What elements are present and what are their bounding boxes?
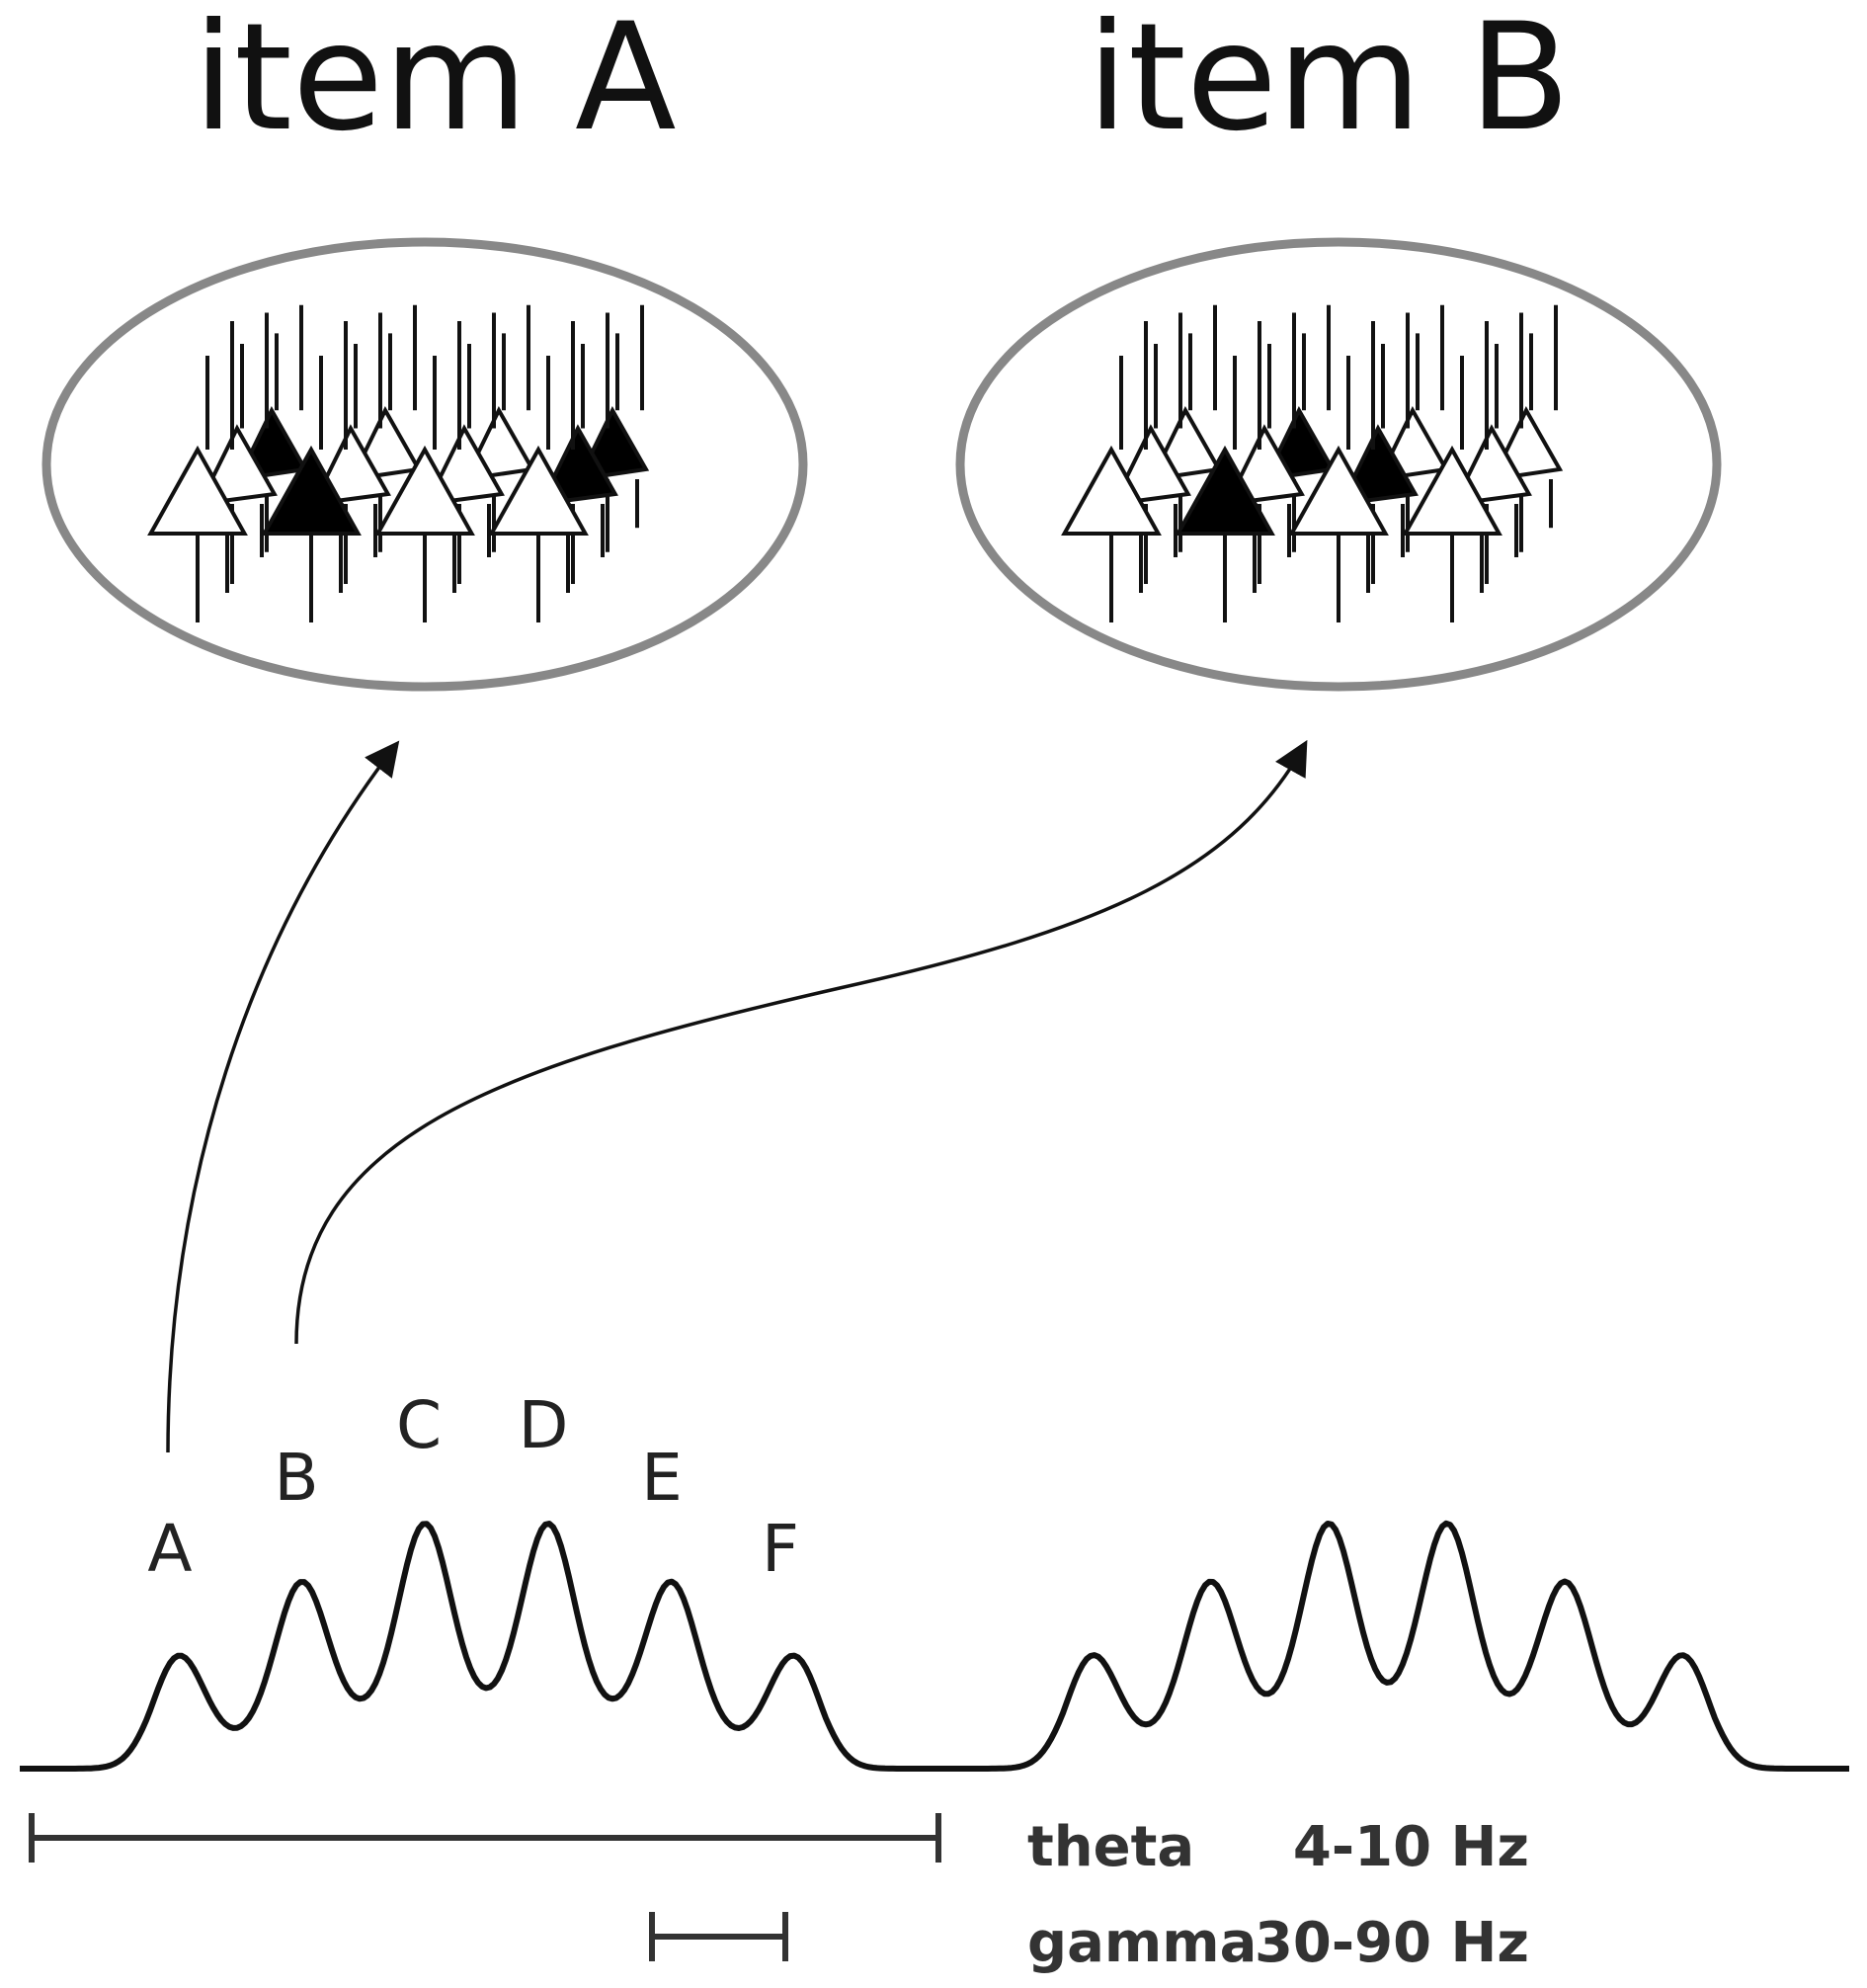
- item-a-neuron-assembly: [147, 304, 650, 622]
- arrow-cycle-a-to-item-a: [166, 740, 400, 1453]
- item-a-neuron-8: [147, 445, 248, 536]
- item-b-ellipse: [955, 237, 1722, 692]
- item-b-neuron-9: [1175, 445, 1275, 536]
- item-a-ellipse: [41, 237, 808, 692]
- gamma-band-range: 30-90 Hz: [1255, 1911, 1529, 1975]
- item-a-title: item A: [193, 0, 676, 164]
- theta-band-name: theta: [1027, 1815, 1194, 1879]
- theta-scale-bar: [29, 1813, 941, 1863]
- peak-label-e: E: [641, 1440, 683, 1516]
- item-b-neuron-8: [1061, 445, 1162, 536]
- arrow-cycle-b-to-item-b: [294, 739, 1308, 1345]
- theta-gamma-waveform: [20, 1520, 1849, 1772]
- peak-label-d: D: [519, 1387, 569, 1463]
- peak-label-f: F: [762, 1511, 799, 1587]
- item-b-neuron-assembly: [1061, 304, 1564, 622]
- item-b-title: item B: [1087, 0, 1570, 164]
- item-a-neuron-11: [488, 445, 589, 536]
- peak-label-a: A: [147, 1511, 192, 1587]
- peak-label-c: C: [396, 1387, 442, 1463]
- item-b-neuron-11: [1402, 445, 1502, 536]
- peak-label-b: B: [274, 1440, 318, 1516]
- item-b-neuron-10: [1288, 445, 1389, 536]
- theta-band-range: 4-10 Hz: [1293, 1815, 1529, 1879]
- gamma-band-name: gamma: [1027, 1911, 1257, 1975]
- item-a-neuron-9: [261, 445, 362, 536]
- item-a-neuron-10: [374, 445, 475, 536]
- gamma-scale-bar: [649, 1912, 788, 1961]
